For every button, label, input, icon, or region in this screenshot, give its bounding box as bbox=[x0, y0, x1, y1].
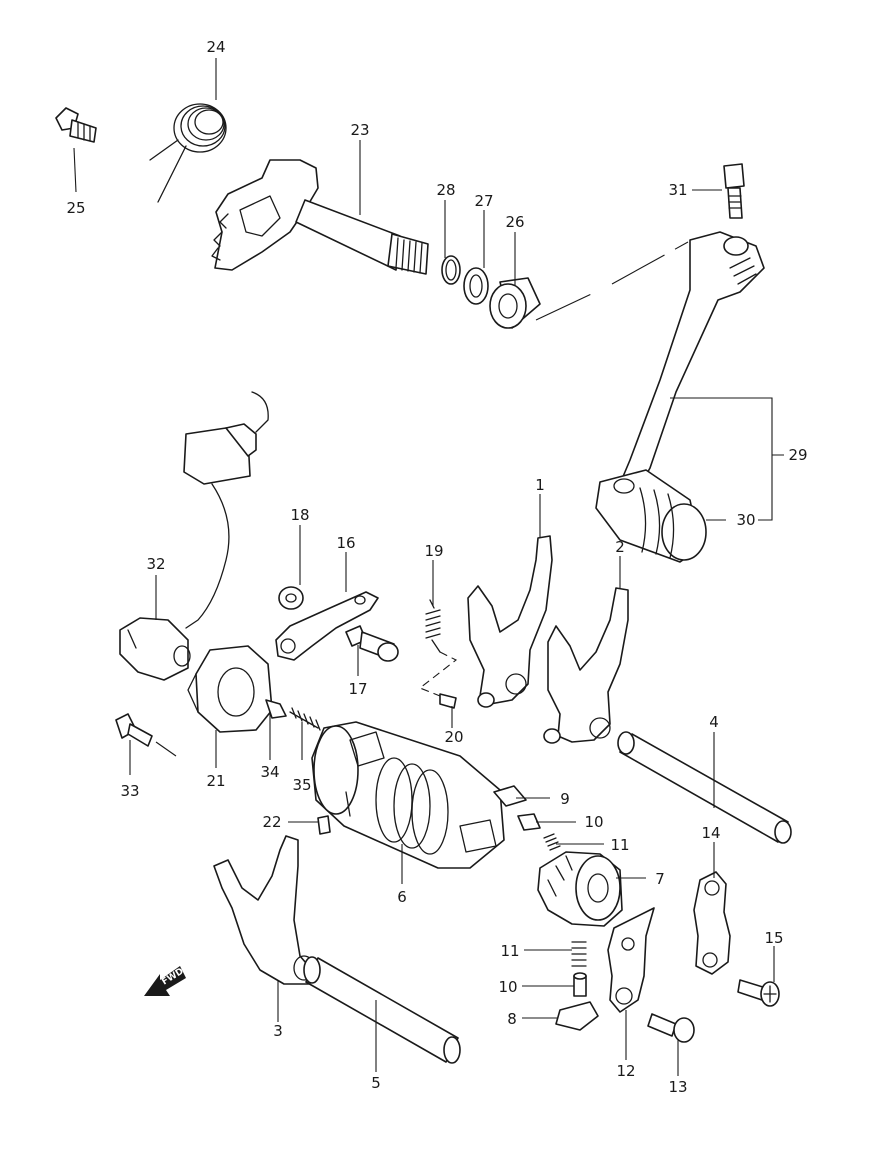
part-32-gear-position-switch bbox=[119, 391, 269, 681]
label-15: 15 bbox=[764, 929, 783, 947]
label-10-upper: 10 bbox=[584, 813, 603, 831]
part-35-spring bbox=[289, 707, 321, 731]
label-10-lower: 10 bbox=[498, 978, 517, 996]
part-11-spring-upper bbox=[543, 833, 561, 851]
part-24-spring bbox=[149, 103, 227, 203]
part-33-screw bbox=[115, 713, 177, 757]
part-31-bolt bbox=[723, 163, 745, 219]
part-1-shift-fork bbox=[467, 535, 553, 708]
part-10-pin-upper bbox=[517, 813, 541, 831]
part-2-shift-fork bbox=[543, 587, 629, 744]
part-11-spring-lower bbox=[571, 941, 587, 967]
label-14: 14 bbox=[701, 824, 720, 842]
part-30-rubber bbox=[595, 469, 707, 563]
label-32: 32 bbox=[146, 555, 165, 573]
part-14-retainer bbox=[693, 871, 731, 975]
part-34-pin bbox=[265, 699, 287, 719]
part-9-cam-guide bbox=[493, 785, 527, 807]
label-12: 12 bbox=[616, 1062, 635, 1080]
label-28: 28 bbox=[436, 181, 455, 199]
label-5: 5 bbox=[371, 1074, 381, 1092]
part-4-fork-shaft bbox=[617, 731, 792, 844]
part-17-bolt bbox=[345, 625, 399, 662]
callout-labels: 24 25 23 28 27 26 31 29 30 32 33 18 16 1… bbox=[66, 38, 807, 1096]
part-15-screw bbox=[737, 979, 780, 1007]
label-31: 31 bbox=[668, 181, 687, 199]
part-21-stopper-plate bbox=[187, 645, 273, 733]
label-26: 26 bbox=[505, 213, 524, 231]
part-22-pin bbox=[317, 815, 331, 835]
part-25-bolt bbox=[55, 107, 97, 143]
part-23-shift-shaft bbox=[211, 159, 429, 275]
label-11-upper: 11 bbox=[610, 836, 629, 854]
fwd-arrow-icon: FWD bbox=[144, 966, 186, 996]
label-27: 27 bbox=[474, 192, 493, 210]
label-22: 22 bbox=[262, 813, 281, 831]
label-11-lower: 11 bbox=[500, 942, 519, 960]
label-6: 6 bbox=[397, 888, 407, 906]
part-29-shift-lever bbox=[613, 231, 765, 501]
label-24: 24 bbox=[206, 38, 225, 56]
part-27-washer bbox=[463, 267, 489, 305]
label-19: 19 bbox=[424, 542, 443, 560]
part-5-fork-shaft bbox=[303, 956, 461, 1064]
part-6-shift-drum bbox=[311, 721, 505, 869]
label-17: 17 bbox=[348, 680, 367, 698]
label-9: 9 bbox=[560, 790, 570, 808]
part-26-bearing bbox=[489, 277, 541, 329]
label-8: 8 bbox=[507, 1010, 517, 1028]
part-10-pin-lower bbox=[573, 972, 587, 997]
label-34: 34 bbox=[260, 763, 279, 781]
part-3-shift-fork bbox=[213, 835, 315, 985]
label-35: 35 bbox=[292, 776, 311, 794]
label-18: 18 bbox=[290, 506, 309, 524]
leader-lines bbox=[73, 58, 784, 1076]
part-18-washer bbox=[278, 586, 304, 610]
part-16-stopper-lever bbox=[275, 591, 379, 661]
label-20: 20 bbox=[444, 728, 463, 746]
label-25: 25 bbox=[66, 199, 85, 217]
label-1: 1 bbox=[535, 476, 545, 494]
label-29: 29 bbox=[788, 446, 807, 464]
part-8-pawl bbox=[555, 1001, 599, 1031]
label-33: 33 bbox=[120, 782, 139, 800]
label-3: 3 bbox=[273, 1022, 283, 1040]
part-19-spring bbox=[418, 599, 458, 697]
label-4: 4 bbox=[709, 713, 719, 731]
label-21: 21 bbox=[206, 772, 225, 790]
label-30: 30 bbox=[736, 511, 755, 529]
label-13: 13 bbox=[668, 1078, 687, 1096]
part-28-circlip bbox=[441, 255, 461, 285]
label-7: 7 bbox=[655, 870, 665, 888]
part-13-screw bbox=[647, 1013, 695, 1043]
part-20-pin bbox=[439, 693, 457, 709]
label-2: 2 bbox=[615, 538, 625, 556]
part-12-stopper-plate bbox=[607, 907, 655, 1013]
label-23: 23 bbox=[350, 121, 369, 139]
label-16: 16 bbox=[336, 534, 355, 552]
part-7-cam bbox=[537, 851, 623, 927]
